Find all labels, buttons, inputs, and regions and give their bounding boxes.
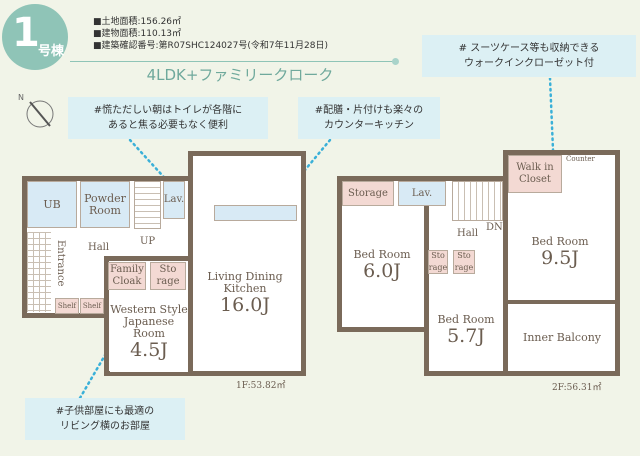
label-entrance: Entrance <box>55 240 66 287</box>
floor-area: ■建物面積:110.13㎡ <box>93 29 182 39</box>
label-up: UP <box>140 236 156 247</box>
room-ub: UB <box>27 181 77 228</box>
floor1-area: 1F:53.82㎡ <box>236 381 286 391</box>
floor2-area: 2F:56.31㎡ <box>552 383 602 393</box>
stairs-1f <box>134 181 161 229</box>
storage-shelf-1: Shelf <box>55 298 79 314</box>
permit-number: ■建築確認番号:第R07SHC124027号(令和7年11月28日) <box>93 41 329 51</box>
room-storage-2f: Storage <box>342 181 394 206</box>
room-storage-b: Sto rage <box>453 250 475 274</box>
room-storage-1f: Sto rage <box>150 262 186 290</box>
label-hall-2f: Hall <box>457 228 479 239</box>
property-info: ■土地面積:156.26㎡ ■建物面積:110.13㎡ ■建築確認番号:第R07… <box>93 16 328 52</box>
room-powder: Powder Room <box>80 181 130 228</box>
callout-room: #子供部屋にも最適の リビング横のお部屋 <box>25 398 185 440</box>
storage-shelf-2: Shelf <box>80 298 104 314</box>
leader-closet <box>548 78 555 152</box>
entrance-tiles <box>27 232 51 312</box>
floor1-ldk-block <box>188 151 306 376</box>
room-inner-balcony: Inner Balcony <box>522 331 602 344</box>
room-walk-in-closet: Walk in Closet <box>508 155 562 193</box>
layout-title: 4LDK+ファミリークローク <box>146 66 334 84</box>
room-family-cloak: Family Cloak <box>108 262 146 290</box>
label-dn: DN <box>486 222 503 233</box>
balcony-wall <box>508 300 616 304</box>
label-hall-1f: Hall <box>88 242 110 253</box>
leader-room <box>78 348 110 400</box>
callout-closet: # スーツケース等も収納できる ウォークインクローゼット付 <box>422 35 636 77</box>
compass-icon: N <box>18 93 54 128</box>
callout-kitchen: #配膳・片付けも楽々の カウンターキッチン <box>298 97 440 139</box>
divider <box>70 61 395 62</box>
svg-text:N: N <box>18 93 24 102</box>
room-storage-a: Sto rage <box>428 250 448 274</box>
room-lav-2f: Lav. <box>398 181 446 206</box>
divider-dot <box>392 58 399 65</box>
stairs-2f <box>452 181 503 221</box>
callout-toilets: #慌ただしい朝はトイレが各階に あると焦る必要もなく便利 <box>68 97 268 139</box>
kitchen-counter <box>214 205 297 221</box>
room-lav-1f: Lav. <box>163 181 185 219</box>
label-counter: Counter <box>566 155 595 163</box>
land-area: ■土地面積:156.26㎡ <box>93 17 182 27</box>
